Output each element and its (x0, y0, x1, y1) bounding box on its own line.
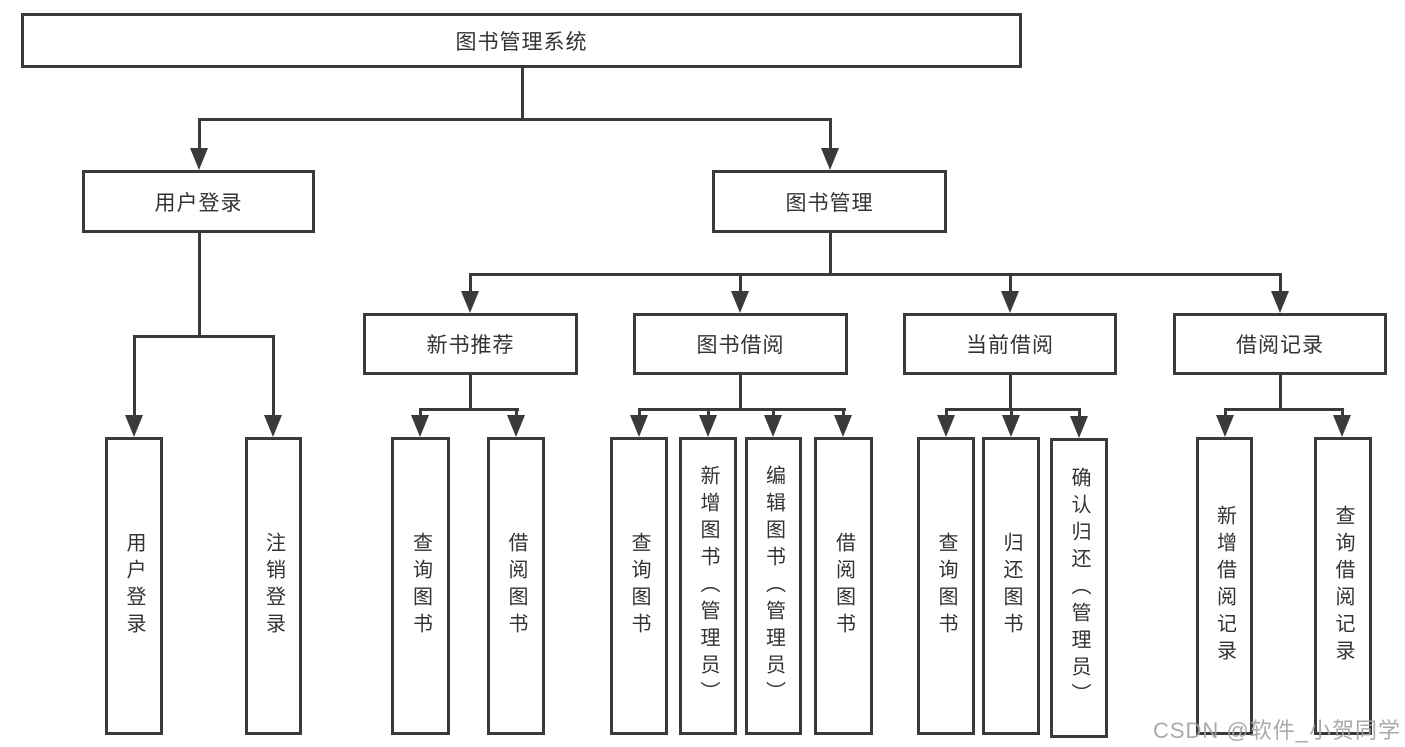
connector-line (772, 408, 775, 418)
connector-line (419, 408, 422, 418)
arrow-down-icon (125, 415, 143, 437)
leaf-logout-login-label: 注销登录 (262, 532, 285, 640)
connector-line (1279, 273, 1282, 295)
arrow-down-icon (834, 415, 852, 437)
leaf-return-books-label: 归还图书 (1000, 532, 1022, 640)
arrow-down-icon (1001, 291, 1019, 313)
leaf-query-books-current: 查询图书 (917, 437, 975, 735)
connector-line (515, 408, 518, 418)
connector-line (1341, 408, 1344, 418)
arrow-down-icon (937, 415, 955, 437)
node-user-login: 用户登录 (82, 170, 315, 233)
node-book-borrowing-label: 图书借阅 (696, 334, 785, 357)
node-root: 图书管理系统 (21, 13, 1022, 68)
leaf-query-books-borrowing-label: 查询图书 (628, 532, 650, 640)
connector-line (739, 375, 742, 408)
leaf-add-borrow-record: 新增借阅记录 (1196, 437, 1253, 735)
leaf-user-login-label: 用户登录 (123, 532, 145, 640)
arrow-down-icon (507, 415, 525, 437)
leaf-edit-books-admin-label: 编辑图书（管理员） (762, 464, 785, 708)
node-borrowing-records: 借阅记录 (1173, 313, 1387, 375)
arrow-down-icon (1216, 415, 1234, 437)
arrow-down-icon (190, 148, 208, 170)
leaf-add-borrow-record-label: 新增借阅记录 (1213, 505, 1236, 667)
connector-line (1279, 375, 1282, 408)
connector-line (133, 335, 275, 338)
leaf-borrow-books-recommend: 借阅图书 (487, 437, 545, 735)
connector-line (469, 375, 472, 408)
connector-line (945, 408, 948, 418)
leaf-borrow-books-borrowing-label: 借阅图书 (832, 532, 855, 640)
arrow-down-icon (699, 415, 717, 437)
connector-line (469, 273, 1282, 276)
leaf-query-books-recommend-label: 查询图书 (409, 532, 432, 640)
node-root-label: 图书管理系统 (455, 30, 588, 54)
connector-line (1224, 408, 1344, 411)
leaf-add-books-admin-label: 新增图书（管理员） (697, 464, 719, 708)
arrow-down-icon (411, 415, 429, 437)
csdn-watermark: CSDN @软件_小贺同学 (1152, 718, 1401, 743)
leaf-query-borrow-record-label: 查询借阅记录 (1332, 505, 1354, 667)
connector-line (272, 335, 275, 417)
leaf-query-books-current-label: 查询图书 (935, 532, 957, 640)
connector-line (638, 408, 846, 411)
leaf-query-books-borrowing: 查询图书 (610, 437, 668, 735)
connector-line (198, 233, 201, 335)
connector-line (1010, 408, 1013, 418)
arrow-down-icon (630, 415, 648, 437)
connector-line (1224, 408, 1227, 418)
node-book-borrowing: 图书借阅 (633, 313, 848, 375)
leaf-user-login: 用户登录 (105, 437, 163, 735)
connector-line (842, 408, 845, 418)
arrow-down-icon (1002, 415, 1020, 437)
connector-line (739, 273, 742, 295)
connector-line (133, 335, 136, 417)
connector-line (521, 68, 524, 118)
arrow-down-icon (1070, 416, 1088, 438)
node-new-book-recommend-label: 新书推荐 (426, 334, 515, 357)
leaf-query-borrow-record: 查询借阅记录 (1314, 437, 1372, 735)
connector-line (945, 408, 1081, 411)
leaf-borrow-books-borrowing: 借阅图书 (814, 437, 873, 735)
arrow-down-icon (1271, 291, 1289, 313)
leaf-confirm-return-admin: 确认归还（管理员） (1050, 438, 1108, 738)
node-new-book-recommend: 新书推荐 (363, 313, 578, 375)
connector-line (469, 273, 472, 295)
connector-line (1078, 408, 1081, 418)
node-borrowing-records-label: 借阅记录 (1236, 334, 1324, 357)
connector-line (419, 408, 519, 411)
arrow-down-icon (821, 148, 839, 170)
leaf-query-books-recommend: 查询图书 (391, 437, 450, 735)
node-book-management-label: 图书管理 (785, 191, 874, 215)
leaf-edit-books-admin: 编辑图书（管理员） (745, 437, 802, 735)
leaf-add-books-admin: 新增图书（管理员） (679, 437, 737, 735)
node-current-borrowing-label: 当前借阅 (966, 334, 1054, 357)
arrow-down-icon (461, 291, 479, 313)
node-user-login-label: 用户登录 (154, 191, 243, 215)
arrow-down-icon (264, 415, 282, 437)
leaf-return-books: 归还图书 (982, 437, 1040, 735)
leaf-confirm-return-admin-label: 确认归还（管理员） (1068, 466, 1090, 710)
arrow-down-icon (1333, 415, 1351, 437)
leaf-logout-login: 注销登录 (245, 437, 302, 735)
connector-line (829, 118, 832, 152)
connector-line (707, 408, 710, 418)
node-book-management: 图书管理 (712, 170, 947, 233)
connector-line (198, 118, 832, 121)
connector-line (198, 118, 201, 152)
arrow-down-icon (764, 415, 782, 437)
connector-line (638, 408, 641, 418)
connector-line (1009, 375, 1012, 408)
leaf-borrow-books-recommend-label: 借阅图书 (505, 532, 527, 640)
node-current-borrowing: 当前借阅 (903, 313, 1117, 375)
connector-line (1009, 273, 1012, 295)
connector-line (829, 233, 832, 273)
arrow-down-icon (731, 291, 749, 313)
